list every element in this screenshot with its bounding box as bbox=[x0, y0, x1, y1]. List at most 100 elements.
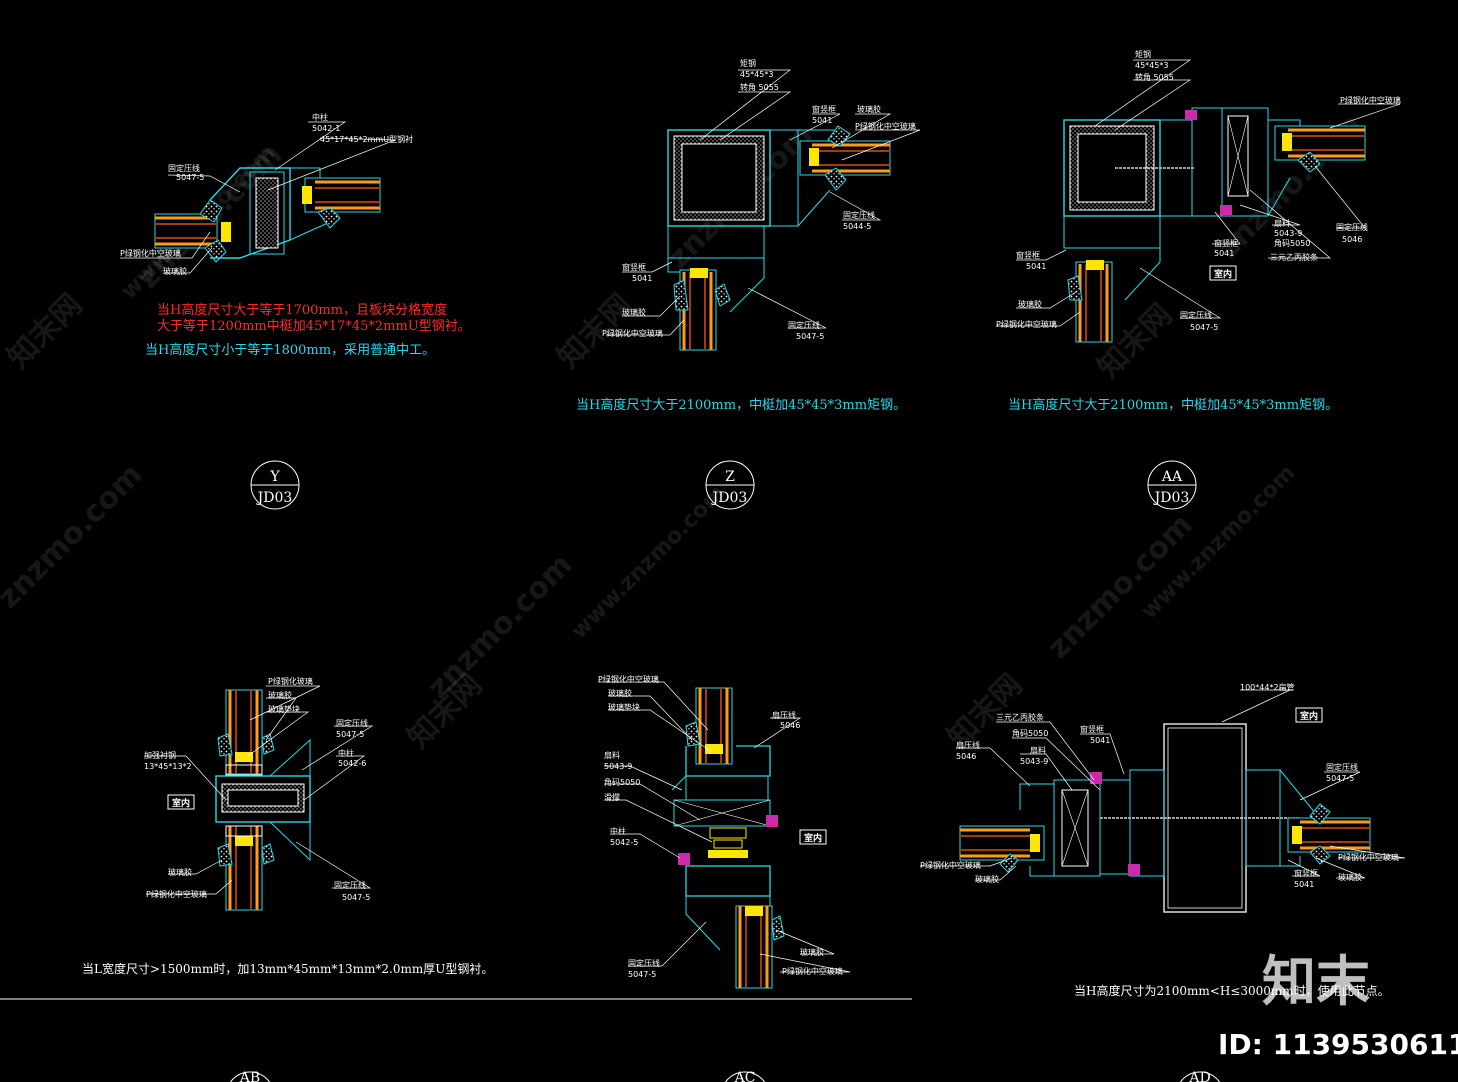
label: 5041 bbox=[632, 274, 652, 283]
label: P绿钢化中空玻璃 bbox=[1340, 95, 1401, 105]
detail-tag-top: Y bbox=[269, 469, 280, 485]
label: P绿钢化中空玻璃 bbox=[996, 319, 1057, 329]
label: 5043-9 bbox=[1020, 757, 1048, 766]
label: 角码5050 bbox=[604, 777, 640, 787]
label: P绿钢化中空玻璃 bbox=[782, 966, 843, 976]
detail-tag-bottom: JD03 bbox=[256, 490, 293, 506]
label: 扇压线 bbox=[772, 710, 796, 720]
watermark-site: znzmo.com bbox=[421, 547, 580, 706]
label: 13*45*13*2 bbox=[144, 762, 192, 771]
note-red-line-1: 当H高度尺寸大于等于1700mm，且板块分格宽度 bbox=[157, 302, 447, 318]
label: 矩钢 bbox=[1135, 49, 1151, 59]
detail-ac: 室内 P绿钢化中空玻璃 玻璃胶 玻璃垫块 扇压线 5046 扇料 5043-9 … bbox=[598, 674, 851, 989]
label: 固定压线 bbox=[168, 163, 200, 173]
label: P绿钢化中空玻璃 bbox=[120, 248, 181, 258]
label: 三元乙丙胶条 bbox=[1270, 252, 1318, 262]
label: 加强衬钢 bbox=[144, 750, 176, 760]
label: 窗竖框 bbox=[1294, 868, 1318, 878]
indoor-label: 室内 bbox=[804, 832, 822, 844]
label: P绿钢化中空玻璃 bbox=[602, 328, 663, 338]
label: 滑撑 bbox=[604, 792, 620, 802]
label: 5047-5 bbox=[176, 173, 204, 182]
label: 玻璃胶 bbox=[608, 688, 632, 698]
label: 5047-5 bbox=[1190, 323, 1218, 332]
label: P绿钢化中空玻璃 bbox=[146, 889, 207, 899]
label: 玻璃胶 bbox=[1018, 299, 1042, 309]
label: 玻璃胶 bbox=[168, 867, 192, 877]
detail-y: 中柱 5042-1 45*17*45*2mmU型钢衬 固定压线 5047-5 P… bbox=[120, 112, 471, 510]
note-cyan: 当H高度尺寸小于等于1800mm，采用普通中工。 bbox=[145, 342, 435, 358]
detail-ad: 室内 100*44*2扁管 三元乙丙胶条 角码5050 窗竖框 5041 扇压线… bbox=[920, 682, 1406, 998]
label: 5046 bbox=[956, 752, 976, 761]
label: 5041 bbox=[1214, 249, 1234, 258]
label: P绿钢化中空玻璃 bbox=[855, 121, 916, 131]
detail-tag-top: AD bbox=[1188, 1070, 1210, 1082]
detail-tag-top: AC bbox=[734, 1070, 756, 1082]
detail-tag-top: Z bbox=[725, 469, 735, 485]
label: 5041 bbox=[812, 116, 832, 125]
label: 固定压线 bbox=[628, 958, 660, 968]
label: 窗竖框 bbox=[622, 262, 646, 272]
label: 45*45*3 bbox=[740, 70, 773, 79]
label: 玻璃胶 bbox=[800, 947, 824, 957]
label: 固定压线 bbox=[336, 718, 368, 728]
label: 100*44*2扁管 bbox=[1240, 682, 1295, 692]
label: 中柱 bbox=[610, 826, 626, 836]
detail-tag-top: AB bbox=[239, 1070, 260, 1082]
watermark-url: www.znzmo.com bbox=[567, 480, 731, 644]
label: 扇料 bbox=[1030, 745, 1046, 755]
indoor-label: 室内 bbox=[172, 797, 190, 809]
watermark-brand: 知末网 bbox=[941, 667, 1029, 755]
watermark-brand: 知末网 bbox=[1, 287, 89, 375]
label: 5046 bbox=[780, 721, 800, 730]
label: 45*45*3 bbox=[1135, 61, 1168, 70]
label: 玻璃胶 bbox=[857, 104, 881, 114]
label: 玻璃垫块 bbox=[268, 704, 300, 714]
label: 5043-9 bbox=[1274, 229, 1302, 238]
label: 扇料 bbox=[1274, 218, 1290, 228]
detail-aa: 室内 矩钢 45*45*3 转角 5055 P绿钢化中空玻璃 扇料 5043-9… bbox=[996, 49, 1401, 510]
label: 固定压线 bbox=[1326, 762, 1358, 772]
label: P绿钢化中空玻璃 bbox=[598, 674, 659, 684]
detail-tag-bottom: JD03 bbox=[1153, 490, 1190, 506]
label: 矩钢 bbox=[740, 58, 756, 68]
label: 角码5050 bbox=[1274, 238, 1310, 248]
detail-tag-bottom: JD03 bbox=[711, 490, 748, 506]
label: 5046 bbox=[1342, 235, 1362, 244]
note-white: 当H高度尺寸为2100mm<H≤3000mm时，使用此节点。 bbox=[1074, 983, 1390, 998]
watermark-site: znzmo.com bbox=[0, 457, 149, 616]
label: 扇压线 bbox=[956, 740, 980, 750]
label: 5047-5 bbox=[1326, 774, 1354, 783]
label: 扇料 bbox=[604, 750, 620, 760]
label: P绿钢化玻璃 bbox=[268, 676, 313, 686]
label: 固定压线 bbox=[843, 210, 875, 220]
label: 固定压线 bbox=[1336, 222, 1368, 232]
label: 5043-9 bbox=[604, 762, 632, 771]
image-id: ID: 1139530611 bbox=[1218, 1028, 1458, 1061]
label: 玻璃垫块 bbox=[608, 702, 640, 712]
note-cyan: 当H高度尺寸大于2100mm，中梃加45*45*3mm矩钢。 bbox=[1008, 397, 1338, 413]
indoor-label: 室内 bbox=[1214, 268, 1232, 280]
label: 窗竖框 bbox=[1080, 724, 1104, 734]
label: 转角 5055 bbox=[1135, 72, 1174, 82]
note-white: 当L宽度尺寸>1500mm时，加13mm*45mm*13mm*2.0mm厚U型钢… bbox=[82, 961, 493, 976]
indoor-label: 室内 bbox=[1300, 710, 1318, 722]
label: 固定压线 bbox=[334, 880, 366, 890]
label: 45*17*45*2mmU型钢衬 bbox=[320, 134, 413, 144]
detail-z: 矩钢 45*45*3 转角 5055 窗竖框 5041 玻璃胶 P绿钢化中空玻璃… bbox=[576, 58, 921, 510]
label: 玻璃胶 bbox=[975, 874, 999, 884]
label: 5047-5 bbox=[342, 893, 370, 902]
label: 5041 bbox=[1090, 736, 1110, 745]
label: 5041 bbox=[1026, 262, 1046, 271]
label: 转角 5055 bbox=[740, 82, 779, 92]
label: 5044-5 bbox=[843, 222, 871, 231]
label: 角码5050 bbox=[1012, 728, 1048, 738]
label: 5047-5 bbox=[796, 332, 824, 341]
detail-ab: 室内 P绿钢化玻璃 玻璃胶 玻璃垫块 固定压线 5047-5 中柱 5042-6… bbox=[82, 676, 493, 976]
label: 5042-1 bbox=[312, 124, 340, 133]
label: 5041 bbox=[1294, 880, 1314, 889]
label: 玻璃胶 bbox=[163, 266, 187, 276]
label: 固定压线 bbox=[788, 320, 820, 330]
label: 固定压线 bbox=[1180, 310, 1212, 320]
